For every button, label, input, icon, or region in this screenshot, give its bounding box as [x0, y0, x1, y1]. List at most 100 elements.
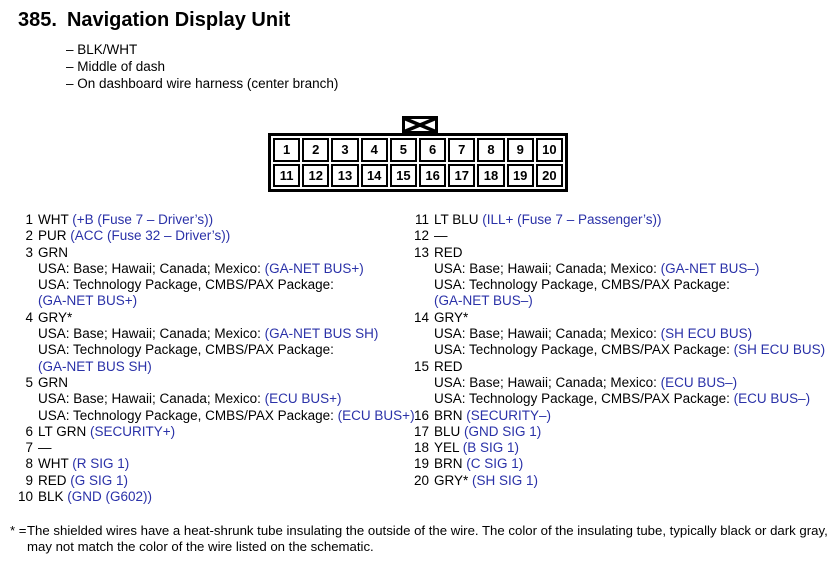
pin-4-continuation-row: USA: Technology Package, CMBS/PAX Packag…: [8, 342, 415, 358]
pin-number: 5: [25, 374, 33, 390]
pin-wire-text: USA: Base; Hawaii; Canada; Mexico:: [434, 326, 661, 342]
connector-pin-cell-19: 19: [506, 163, 534, 187]
pin-signal-text: (GA-NET BUS+): [38, 293, 138, 309]
pin-wire-text: —: [38, 440, 52, 456]
pin-wire-text: USA: Base; Hawaii; Canada; Mexico:: [434, 260, 661, 276]
pin-14-continuation-row: USA: Base; Hawaii; Canada; Mexico: (SH E…: [410, 326, 825, 342]
pin-wire-text: WHT: [38, 212, 73, 227]
pin-5-continuation-row: USA: Technology Package, CMBS/PAX Packag…: [8, 408, 415, 424]
pin-signal-text: (SH SIG 1): [472, 472, 539, 488]
pin-4-continuation-row: (GA-NET BUS SH): [8, 359, 415, 375]
pin-wire-text: RED: [434, 244, 463, 260]
pin-signal-text: (+B (Fuse 7 – Driver’s)): [72, 212, 214, 227]
pin-6-row: 6 LT GRN (SECURITY+): [8, 424, 415, 440]
section-title-text: Navigation Display Unit: [66, 9, 291, 31]
pin-13-row: 13 RED: [410, 245, 825, 261]
pin-number: 20: [413, 472, 429, 488]
pin-number: 15: [413, 358, 429, 374]
pin-signal-text: (G SIG 1): [70, 472, 129, 488]
bullet-item: – On dashboard wire harness (center bran…: [66, 76, 339, 91]
pin-wire-text: GRN: [38, 374, 68, 390]
pin-signal-text: (SH ECU BUS): [733, 342, 826, 358]
pin-13-continuation-row: USA: Base; Hawaii; Canada; Mexico: (GA-N…: [410, 261, 825, 277]
connector-pin-cell-16: 16: [419, 163, 447, 187]
pin-signal-text: (ACC (Fuse 32 – Driver’s)): [70, 228, 231, 244]
pin-9-row: 9 RED (G SIG 1): [8, 473, 415, 489]
connector-pin-cell-15: 15: [389, 163, 417, 187]
pin-number: 13: [413, 244, 429, 260]
connector-pin-cell-20: 20: [535, 163, 563, 187]
pin-number: 14: [413, 309, 429, 325]
pin-number: [8, 359, 33, 375]
pin-number: 19: [413, 456, 429, 472]
pin-number: [8, 342, 33, 358]
pin-number: [8, 326, 33, 342]
pin-wire-text: BLK: [38, 489, 68, 505]
pin-wire-text: LT GRN: [38, 423, 91, 439]
pin-signal-text: (SECURITY+): [90, 423, 176, 439]
pin-number: [8, 391, 33, 407]
pin-number: 6: [25, 423, 33, 439]
pin-3-continuation-row: (GA-NET BUS+): [8, 293, 415, 309]
pin-4-continuation-row: USA: Base; Hawaii; Canada; Mexico: (GA-N…: [8, 326, 415, 342]
connector-pin-cell-10: 10: [535, 138, 563, 162]
connector-pin-cell-7: 7: [448, 138, 476, 162]
pin-signal-text: (GA-NET BUS–): [660, 260, 760, 276]
pin-19-row: 19 BRN (C SIG 1): [410, 456, 825, 472]
connector-pin-cell-3: 3: [331, 138, 359, 162]
pin-wire-text: GRY*: [434, 309, 469, 325]
connector-pin-cell-2: 2: [302, 138, 330, 162]
footnote-line: may not match the color of the wire list…: [27, 538, 374, 554]
pin-wire-text: USA: Technology Package, CMBS/PAX Packag…: [38, 277, 334, 293]
pin-wire-text: USA: Technology Package, CMBS/PAX Packag…: [434, 277, 730, 293]
pin-number: 12: [413, 228, 429, 244]
bullet-list: – BLK/WHT – Middle of dash – On dashboard …: [66, 41, 338, 92]
pin-wire-text: RED: [434, 358, 463, 374]
pin-number: [410, 293, 429, 309]
pin-wire-text: USA: Technology Package, CMBS/PAX Packag…: [434, 342, 734, 358]
pin-wire-text: USA: Base; Hawaii; Canada; Mexico:: [38, 326, 265, 342]
pin-wire-text: BLU: [434, 423, 465, 439]
pin-number: [410, 277, 429, 293]
pin-wire-text: RED: [38, 472, 71, 488]
pin-15-continuation-row: USA: Base; Hawaii; Canada; Mexico: (ECU …: [410, 375, 825, 391]
footnote-line: The shielded wires have a heat-shrunk tu…: [27, 523, 828, 538]
pin-signal-text: (SH ECU BUS): [660, 326, 753, 342]
pin-wire-text: BRN: [434, 456, 467, 472]
pin-number: 18: [413, 440, 429, 456]
pin-wire-text: USA: Base; Hawaii; Canada; Mexico:: [38, 260, 265, 276]
pin-wire-text: USA: Base; Hawaii; Canada; Mexico:: [434, 374, 661, 390]
pin-wire-text: USA: Technology Package, CMBS/PAX Packag…: [434, 391, 734, 407]
pin-number: 11: [414, 212, 429, 227]
pin-15-row: 15 RED: [410, 359, 825, 375]
bullet-item: – BLK/WHT: [66, 42, 138, 57]
pin-number: 17: [413, 423, 429, 439]
pin-3-continuation-row: USA: Technology Package, CMBS/PAX Packag…: [8, 277, 415, 293]
connector-pin-cell-18: 18: [477, 163, 505, 187]
connector-pin-cell-13: 13: [331, 163, 359, 187]
pin-number: 9: [25, 472, 33, 488]
pin-number: [8, 261, 33, 277]
bullet-item: – Middle of dash: [66, 59, 166, 74]
pin-wire-text: USA: Technology Package, CMBS/PAX Packag…: [38, 407, 338, 423]
pin-wire-text: WHT: [38, 456, 73, 472]
pin-number: [410, 326, 429, 342]
pin-signal-text: (B SIG 1): [462, 440, 520, 456]
pin-signal-text: (GA-NET BUS SH): [264, 326, 379, 342]
footnote-marker: * =: [10, 523, 27, 538]
connector-pin-cell-14: 14: [360, 163, 388, 187]
pin-signal-text: (ECU BUS+): [264, 391, 342, 407]
connector-key-icon: [402, 116, 438, 134]
connector-pin-cell-12: 12: [302, 163, 330, 187]
pin-number: [410, 391, 429, 407]
pin-signal-text: (C SIG 1): [466, 456, 524, 472]
pin-number: 10: [17, 489, 33, 505]
pin-wire-text: BRN: [434, 407, 467, 423]
